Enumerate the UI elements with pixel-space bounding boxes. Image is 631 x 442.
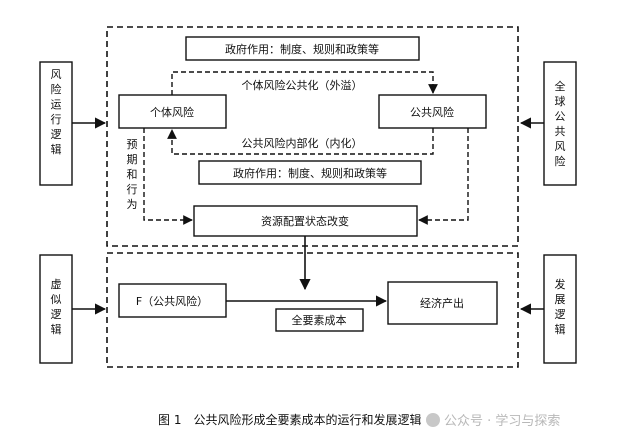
public-risk-label: 公共风险: [410, 105, 454, 119]
f-public-risk-box: [118, 283, 227, 318]
spillover-label: 个体风险公共化（外溢）: [242, 78, 363, 92]
economic-output-box: [387, 281, 498, 325]
right-bottom-box: [543, 254, 577, 364]
internalization-path: [167, 128, 434, 155]
expected-behavior-label: 预期和行为: [127, 138, 138, 211]
left-top-label: 风险运行逻辑: [51, 68, 62, 156]
policy-top-label: 政府作用：制度、规则和政策等: [225, 42, 379, 56]
policy-top-box: [185, 36, 420, 61]
individual-to-resource-path: [143, 128, 193, 225]
individual-risk-box: [118, 94, 227, 129]
resource-change-box: [193, 205, 418, 237]
left-bottom-box: [39, 254, 73, 364]
public-risk-box: [378, 94, 487, 129]
f-public-risk-label: F（公共风险）: [136, 294, 208, 308]
upper-section-frame: [106, 26, 519, 247]
right-bottom-label: 发展逻辑: [555, 277, 566, 336]
figure-caption: 图 1 公共风险形成全要素成本的运行和发展逻辑: [158, 412, 421, 427]
public-to-resource-path: [418, 128, 469, 225]
lower-section-frame: [106, 252, 519, 368]
left-bottom-label: 虚似逻辑: [51, 278, 62, 336]
economic-output-label: 经济产出: [420, 296, 464, 310]
watermark-text: 公众号 · 学习与探索: [444, 413, 560, 429]
internalization-label: 公共风险内部化（内化）: [242, 136, 363, 150]
individual-risk-label: 个体风险: [150, 105, 194, 119]
wechat-icon: [426, 413, 440, 427]
spillover-path: [171, 71, 438, 95]
right-top-label: 全球公共风险: [555, 79, 566, 168]
left-top-box: [39, 61, 73, 186]
factor-cost-label: 全要素成本: [292, 313, 347, 327]
policy-bottom-label: 政府作用：制度、规则和政策等: [233, 166, 387, 180]
factor-cost-box: [275, 308, 364, 332]
watermark: 公众号 · 学习与探索: [426, 413, 560, 429]
resource-change-label: 资源配置状态改变: [261, 214, 349, 228]
policy-bottom-box: [198, 160, 422, 185]
